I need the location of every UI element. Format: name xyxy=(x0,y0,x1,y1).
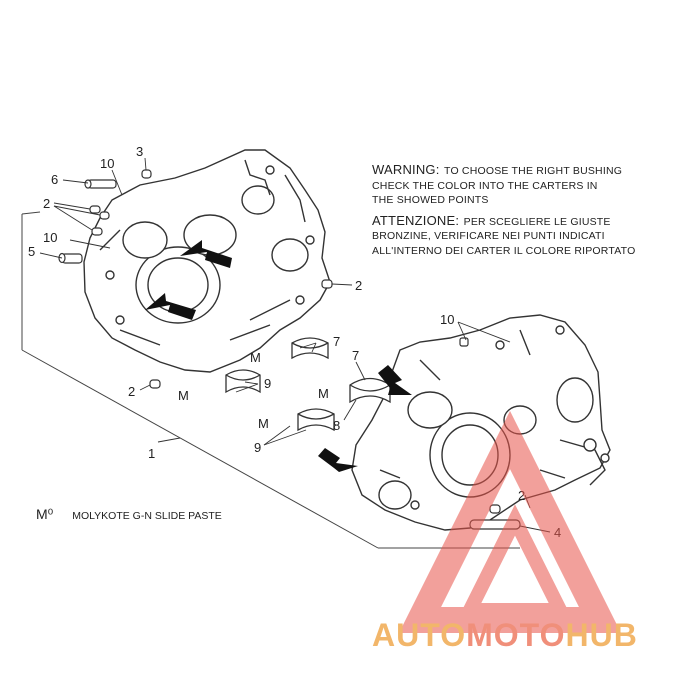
callout-6: 6 xyxy=(51,172,58,187)
callout-labels: 1 2 2 2 2 3 4 5 6 7 7 8 9 9 10 10 10 M M… xyxy=(28,144,561,540)
warning-lead: WARNING: xyxy=(372,162,440,177)
callout-3: 3 xyxy=(136,144,143,159)
left-crankcase-half xyxy=(83,149,331,373)
callout-10: 10 xyxy=(100,156,114,171)
watermark-part: MOTO xyxy=(466,617,566,653)
molykote-legend-symbol: M⁰ xyxy=(36,506,54,522)
watermark-text: AUTOMOTOHUB xyxy=(372,617,638,654)
molykote-symbol: M xyxy=(318,386,329,401)
callout-5: 5 xyxy=(28,244,35,259)
callout-9: 9 xyxy=(264,376,271,391)
indicator-arrows xyxy=(145,240,412,472)
warning-note: WARNING: TO CHOOSE THE RIGHT BUSHING CHE… xyxy=(372,162,692,258)
callout-7: 7 xyxy=(352,348,359,363)
callout-2: 2 xyxy=(518,488,525,503)
attenzione-line: BRONZINE, VERIFICARE NEI PUNTI INDICATI xyxy=(372,230,605,242)
callout-1: 1 xyxy=(148,446,155,461)
molykote-symbol: M xyxy=(250,350,261,365)
molykote-symbol: M xyxy=(178,388,189,403)
attenzione-lead: ATTENZIONE: xyxy=(372,212,460,228)
attenzione-line: ALL'INTERNO DEI CARTER IL COLORE RIPORTA… xyxy=(372,244,636,257)
warning-line: CHECK THE COLOR INTO THE CARTERS IN xyxy=(372,179,598,192)
callout-8: 8 xyxy=(333,418,340,433)
callout-9: 9 xyxy=(254,440,261,455)
callout-2: 2 xyxy=(355,278,362,293)
callout-2: 2 xyxy=(128,384,135,399)
callout-7: 7 xyxy=(333,334,340,349)
molykote-symbol: M xyxy=(258,416,269,431)
callout-2: 2 xyxy=(43,196,50,211)
watermark-logo xyxy=(398,410,622,633)
molykote-legend-text: MOLYKOTE G-N SLIDE PASTE xyxy=(72,510,222,522)
attenzione-line: PER SCEGLIERE LE GIUSTE xyxy=(463,215,611,228)
callout-10: 10 xyxy=(43,230,57,245)
legend: M⁰ MOLYKOTE G-N SLIDE PASTE xyxy=(36,506,222,523)
watermark-part: AUTO xyxy=(372,617,467,653)
watermark-part: HUB xyxy=(565,617,638,653)
warning-line: TO CHOOSE THE RIGHT BUSHING xyxy=(444,165,623,177)
callout-10: 10 xyxy=(440,312,454,327)
warning-line: THE SHOWED POINTS xyxy=(372,194,489,206)
